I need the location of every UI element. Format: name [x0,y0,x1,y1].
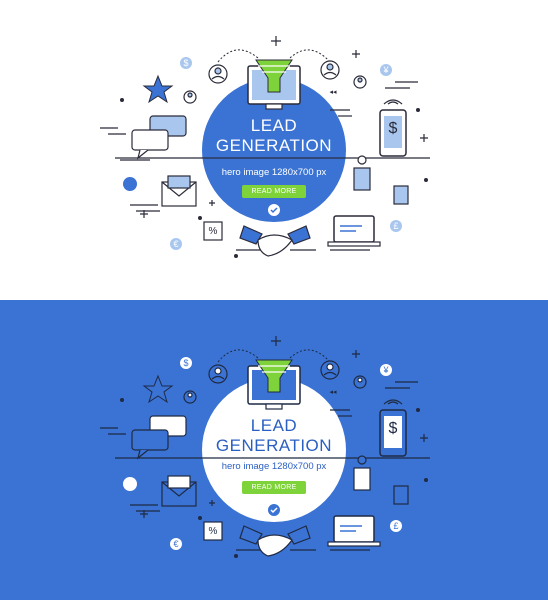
document-icon [393,485,409,505]
illustration-light [100,36,430,258]
title-line-2: GENERATION [215,436,333,455]
read-more-button[interactable]: READ MORE [242,481,306,494]
pound-icon: £ [393,521,399,531]
hero-subtitle: hero image 1280x700 px [221,167,327,178]
decorative-dots [120,98,428,258]
funnel-icon [255,359,293,393]
percent-sign: % [208,526,218,537]
document-icon [393,185,409,205]
sparkle-icons [140,336,428,518]
percent-icon [203,221,223,241]
title-line-1: LEAD [250,416,298,435]
decorative-lines [100,81,430,251]
rewind-icon: ◂◂ [329,389,337,396]
hero-subtitle: hero image 1280x700 px [221,461,327,472]
currency-coin-icon [123,357,402,550]
handshake-icon [239,225,311,257]
price-tag-icon [353,155,371,191]
euro-icon: € [173,539,179,549]
price-tag-icon [353,455,371,491]
page-title: LEAD GENERATION [204,116,344,156]
yen-icon: ¥ [383,65,389,75]
hero-circle [202,78,346,222]
title-line-1: LEAD [250,116,298,135]
funnel-icon [255,59,293,93]
title-line-2: GENERATION [215,136,333,155]
smartphone-icon [379,409,407,457]
smartphone-icon [379,109,407,157]
star-icon [142,74,174,104]
hero-banner-light: LEAD GENERATION hero image 1280x700 px R… [100,36,430,258]
wifi-signal-icon [383,99,403,105]
dollar-icon: $ [183,358,189,368]
handshake-icon [239,525,311,557]
star-icon [142,374,174,404]
yen-icon: ¥ [383,365,389,375]
rewind-icon: ◂◂ [329,89,337,96]
read-more-button[interactable]: READ MORE [242,185,306,198]
laptop-icon [327,215,381,247]
percent-sign: % [208,226,218,237]
dollar-icon: $ [183,58,189,68]
user-icon [183,60,367,104]
envelope-icon [161,175,197,207]
currency-coin-icon [123,57,402,250]
phone-dollar-sign: $ [388,420,398,437]
sparkle-icons [140,36,428,218]
percent-icon [203,521,223,541]
illustration-dark [100,336,430,558]
euro-icon: € [173,239,179,249]
phone-dollar-sign: $ [388,120,398,137]
laptop-icon [327,515,381,547]
flow-arrows [217,349,331,363]
hero-circle [202,378,346,522]
decorative-lines [100,381,430,551]
wifi-signal-icon [383,399,403,405]
decorative-dots [120,398,428,558]
user-icon [183,360,367,404]
pound-icon: £ [393,221,399,231]
chat-bubbles-icon [131,415,187,460]
chat-bubbles-icon [131,115,187,160]
flow-arrows [217,49,331,63]
hero-banner-dark: LEAD GENERATION hero image 1280x700 px R… [0,300,548,600]
page-title: LEAD GENERATION [204,416,344,456]
envelope-icon [161,475,197,507]
